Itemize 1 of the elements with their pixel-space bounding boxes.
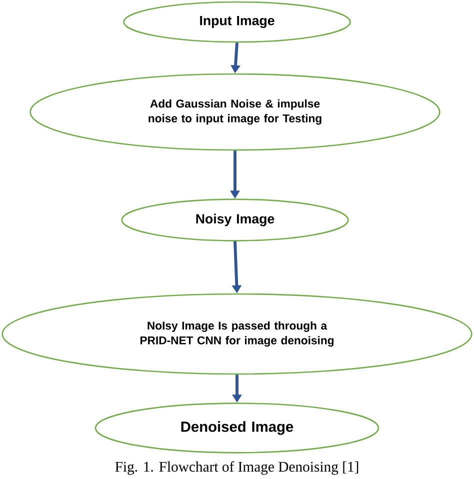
caption: Fig. 1. Flowchart of Image Denoising [1] — [115, 461, 358, 475]
